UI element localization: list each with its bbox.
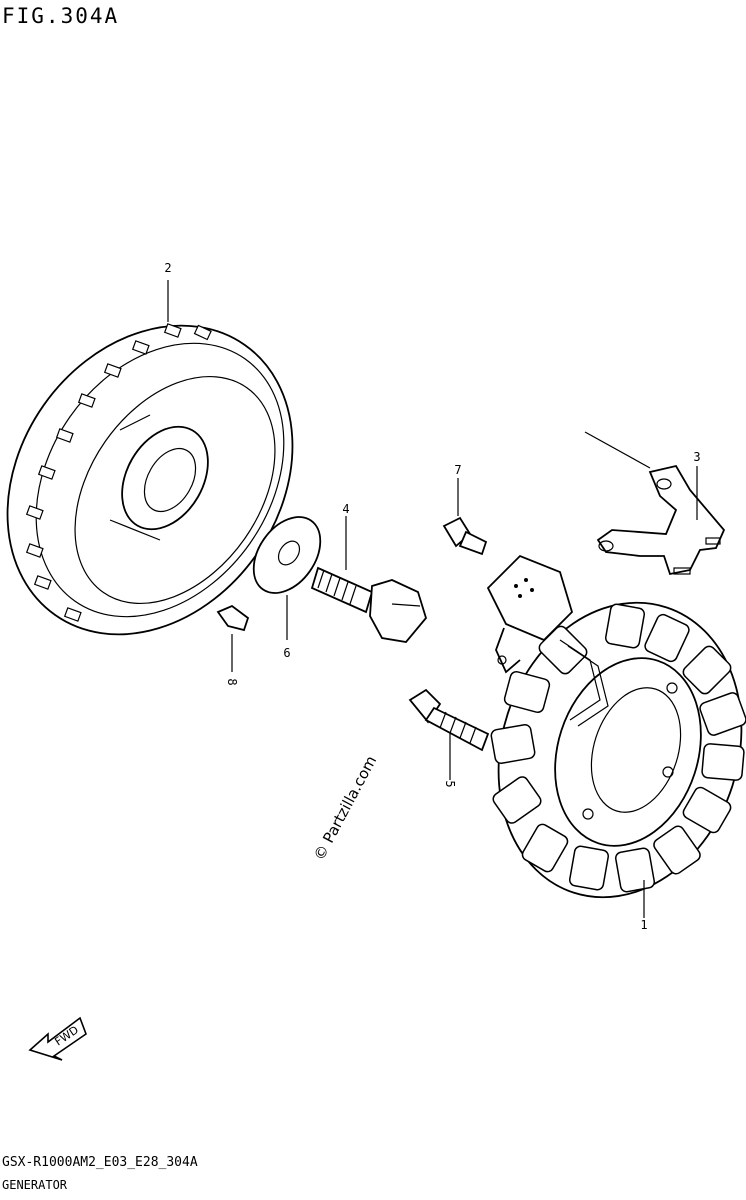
callout-6: 6 (283, 646, 290, 660)
callout-2: 2 (164, 261, 171, 275)
callout-7: 7 (454, 463, 461, 477)
fwd-arrow-icon: FWD (28, 1016, 87, 1061)
rotor-part-2[interactable] (0, 270, 351, 689)
key-part-8[interactable] (216, 604, 250, 672)
washer-part-6[interactable] (240, 505, 334, 640)
bracket-part-3[interactable] (584, 431, 726, 576)
figure-code: GSX-R1000AM2_E03_E28_304A (2, 1155, 198, 1170)
callout-3: 3 (693, 450, 700, 464)
bolt-part-5[interactable] (408, 688, 490, 780)
callout-4: 4 (342, 502, 349, 516)
bolt-part-4[interactable] (310, 516, 428, 643)
callout-5: 5 (443, 780, 457, 787)
figure-title: FIG.304A (2, 4, 120, 28)
callout-1: 1 (640, 918, 647, 932)
stator-part-1[interactable] (461, 554, 746, 929)
screw-part-7[interactable] (442, 478, 488, 556)
figure-name: GENERATOR (2, 1178, 68, 1192)
callout-8: 8 (225, 678, 239, 685)
